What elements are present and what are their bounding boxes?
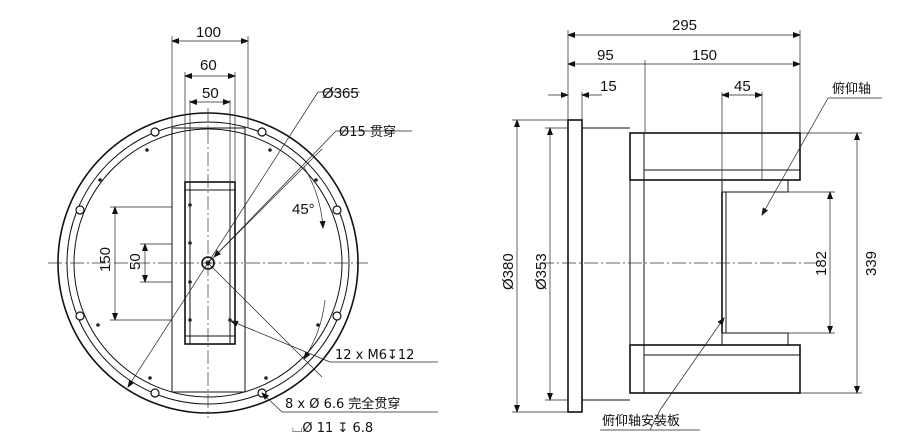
dim-15: 15 <box>600 78 617 95</box>
lower-arm <box>629 344 801 394</box>
dim-45: 45 <box>734 78 751 95</box>
side-view: 295 95 150 15 45 Ø380 Ø353 182 339 俯仰轴 <box>500 17 882 431</box>
label-plate: 俯仰轴安装板 <box>602 413 680 429</box>
dim-150-front: 150 <box>97 247 114 272</box>
dim-50-top: 50 <box>202 85 219 102</box>
note-hole-b: ⌴Ø 11 ↧ 6.8 <box>292 421 373 436</box>
dim-60: 60 <box>200 57 217 74</box>
dim-182: 182 <box>813 251 830 276</box>
note-hole-a: 8 x Ø 6.6 完全贯穿 <box>285 396 400 412</box>
front-view: 100 60 50 150 50 Ø365 Ø15 贯穿 45° <box>48 24 438 436</box>
center-hole <box>201 256 215 270</box>
dim-95: 95 <box>597 47 614 64</box>
dim-150-side: 150 <box>692 47 717 64</box>
note-m6: 12 x M6↧12 <box>335 348 414 363</box>
upper-arm <box>629 132 801 181</box>
label-axis: 俯仰轴 <box>832 81 871 97</box>
dim-45deg: 45° <box>292 201 315 218</box>
dim-339: 339 <box>863 251 880 276</box>
bracket-top <box>721 179 789 193</box>
dim-phi15: Ø15 贯穿 <box>339 124 396 140</box>
dim-phi365: Ø365 <box>322 85 359 102</box>
dim-100: 100 <box>196 24 221 41</box>
dim-295: 295 <box>672 17 697 34</box>
flange-plate <box>567 119 583 413</box>
m6-holes <box>96 148 320 380</box>
center-plate <box>171 127 246 393</box>
bracket-bottom <box>721 332 789 346</box>
dim-phi380: Ø380 <box>500 253 517 290</box>
flange-holes <box>75 127 342 398</box>
dim-phi353: Ø353 <box>533 253 550 290</box>
dim-50-side: 50 <box>127 253 144 270</box>
